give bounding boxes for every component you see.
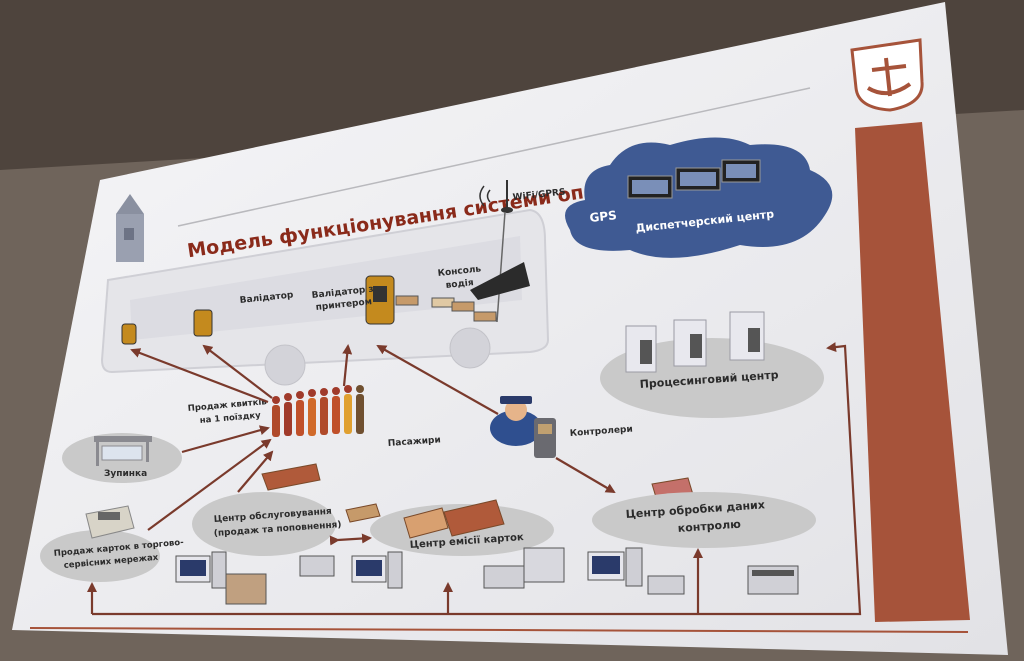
arrow-bottom-loop: [92, 342, 862, 616]
console-label-2: водія: [445, 277, 474, 291]
bus-icon: [100, 208, 550, 386]
tower-icon: [116, 194, 144, 262]
arrow-inspector-to-bus: [376, 345, 499, 415]
flow-arrows: [87, 342, 862, 616]
slide-sidebar-bar: [855, 122, 970, 622]
passengers-icon: [272, 385, 364, 437]
arrow-service-to-passengers: [237, 450, 274, 493]
arrow-to-validator-2: [202, 344, 273, 399]
gps-label: GPS: [589, 208, 618, 225]
arrow-inspector-to-data-center: [555, 457, 616, 494]
inspector-icon: [490, 396, 556, 458]
printer-icon: [225, 547, 799, 605]
arrow-service-card-issue: [329, 533, 372, 546]
arrow-to-validator-1: [130, 348, 269, 404]
console-label-1: Консоль: [437, 264, 482, 279]
validator-icon: [121, 275, 395, 345]
service-center-node: [192, 492, 336, 556]
arrow-stop-to-passengers: [181, 425, 270, 454]
passengers-label: Пасажири: [388, 435, 442, 449]
arrow-to-validator-printer: [342, 344, 353, 387]
inspectors-label: Контролери: [570, 425, 634, 439]
stop-label: Зупинка: [104, 469, 147, 479]
bus-stop-icon: [94, 436, 152, 466]
pos-terminal-icon: [85, 505, 135, 539]
slide-bottom-rule: [29, 627, 969, 633]
server-icon: [625, 311, 765, 373]
dispatch-cloud: [565, 137, 833, 258]
card-icon: [261, 463, 695, 539]
antenna-cable: [496, 211, 506, 323]
data-center-node: [592, 492, 816, 548]
computer-icon: [175, 547, 643, 589]
data-center-label-2: контролю: [677, 518, 741, 535]
retail-sale-node: [40, 530, 160, 582]
title-underline: [177, 87, 811, 227]
city-emblem-icon: [850, 38, 924, 112]
arrow-retail-to-passengers: [147, 438, 272, 531]
console-icon: [395, 262, 530, 322]
antenna-icon: [479, 180, 513, 213]
